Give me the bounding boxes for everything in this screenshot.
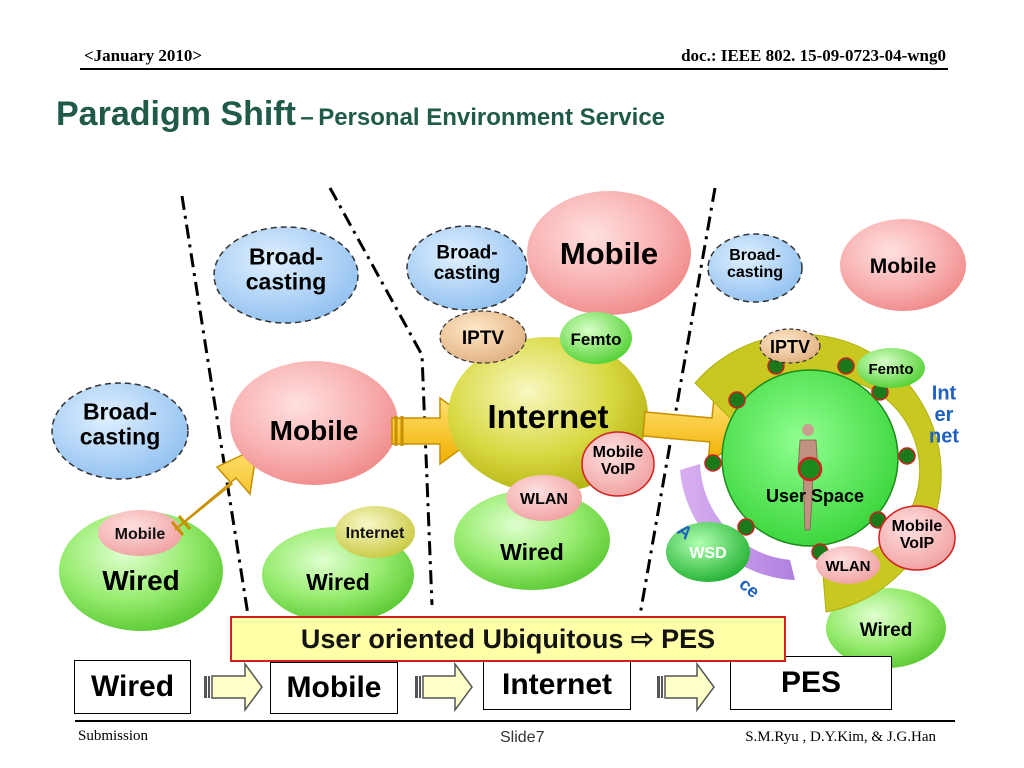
arrow-shaft-1 (174, 446, 258, 531)
user-oriented-banner: User oriented Ubiquitous ⇨ PES (230, 616, 786, 662)
right-arrow-icon (204, 661, 263, 713)
stage2-broadcasting-label: Broad-casting (246, 244, 327, 295)
user-figure-icon (797, 424, 823, 531)
divider-1 (180, 195, 250, 616)
title-dash: – (300, 104, 314, 131)
stage2-mobile-label: Mobile (270, 415, 359, 446)
banner-target: PES (661, 623, 716, 654)
page-title: Paradigm Shift – Personal Environment Se… (56, 95, 665, 134)
stage4-wsd-bubble (666, 522, 750, 582)
stage3-wired-label: Wired (500, 539, 564, 565)
banner-arrow-icon: ⇨ (630, 623, 654, 654)
stage-dividers (180, 187, 717, 616)
stage-box-pes: PES (730, 656, 892, 710)
header-divider (80, 68, 948, 70)
divider-3 (638, 187, 717, 616)
stage1-broadcasting-bubble (51, 382, 189, 480)
stage4-mobile-voip-bubble (878, 505, 956, 571)
footer-authors: S.M.Ryu , D.Y.Kim, & J.G.Han (745, 729, 936, 745)
arrow-stripe-1 (170, 521, 185, 536)
stage1-wired-bubble (59, 511, 223, 631)
stage-box-wired: Wired (74, 660, 191, 714)
footer-divider (75, 720, 955, 722)
stage4-wired-bubble (826, 588, 946, 668)
stage1-group: Broad-casting Mobile Wired (51, 382, 223, 631)
node-dot (704, 454, 722, 472)
header-doc-id: doc.: IEEE 802. 15-09-0723-04-wng0 (681, 46, 946, 65)
stage1-broadcasting-label: Broad-casting (80, 399, 161, 450)
stage3-femto-bubble (560, 312, 632, 364)
node-dot (837, 357, 855, 375)
footer-slide-number: Slide7 (500, 729, 545, 746)
arrow-wired-to-mobile (170, 446, 258, 536)
stage4-iptv-label: IPTV (770, 337, 810, 357)
stage3-mobile-voip-bubble (581, 431, 655, 497)
stage4-wlan-bubble (816, 546, 880, 584)
stage4-femto-label: Femto (869, 361, 914, 378)
node-dot (737, 518, 755, 536)
node-dot (898, 447, 916, 465)
stage4-user-space-label: User Space (766, 486, 864, 506)
footer-submission: Submission (78, 728, 149, 744)
stage-row-arrows (204, 661, 715, 713)
stage4-wired-label: Wired (860, 620, 913, 641)
stage3-wlan-bubble (506, 475, 582, 521)
banner-text: User oriented Ubiquitous (300, 623, 624, 654)
stage3-wired-bubble (454, 490, 610, 590)
stage1-mobile-small-bubble (98, 510, 182, 556)
stage3-wlan-label: WLAN (520, 491, 568, 508)
stage1-wired-label: Wired (102, 565, 180, 596)
stage4-mobile-bubble (840, 219, 966, 311)
stage4-wlan-label: WLAN (826, 558, 871, 575)
stage2-group: Broad-casting Mobile Internet Wired (213, 226, 415, 623)
stage2-internet-small-label: Internet (346, 525, 405, 542)
stage2-wired-label: Wired (306, 569, 370, 595)
stage2-mobile-bubble (230, 361, 398, 485)
title-main: Paradigm Shift (56, 95, 296, 133)
stage4-broadcasting-label: Broad-casting (727, 247, 783, 281)
arrow-stripe-2 (177, 515, 192, 530)
stage3-group: Internet Mobile Broad-casting IPTV Femto… (406, 191, 691, 590)
stage4-partial-label-right: ce (735, 574, 763, 602)
stage3-femto-label: Femto (571, 330, 622, 349)
right-arrow-icon (415, 661, 473, 713)
stage4-mobile-label: Mobile (870, 255, 937, 278)
stage3-iptv-bubble (439, 310, 527, 364)
title-sub: Personal Environment Service (318, 104, 666, 131)
right-arrow-icon (657, 661, 715, 713)
stage2-internet-small-bubble (335, 506, 415, 558)
stage-box-internet: Internet (483, 660, 631, 710)
header-date: <January 2010> (84, 46, 203, 65)
node-dot (728, 391, 746, 409)
stage4-femto-bubble (857, 348, 925, 388)
stage3-mobile-label: Mobile (560, 236, 658, 271)
stage3-internet-label: Internet (487, 398, 608, 435)
stage2-broadcasting-bubble (213, 226, 359, 324)
stage1-mobile-small-label: Mobile (115, 526, 166, 543)
stage4-wsd-label: WSD (689, 545, 726, 562)
stage4-broadcasting-bubble (707, 233, 803, 303)
stage-box-mobile: Mobile (270, 662, 398, 714)
divider-2 (328, 187, 434, 606)
stage3-mobile-bubble (527, 191, 691, 315)
stage3-broadcasting-label: Broad-casting (434, 242, 501, 284)
stage3-iptv-label: IPTV (462, 328, 505, 349)
stage3-broadcasting-bubble (406, 225, 528, 311)
stage4-iptv-bubble (759, 328, 821, 364)
